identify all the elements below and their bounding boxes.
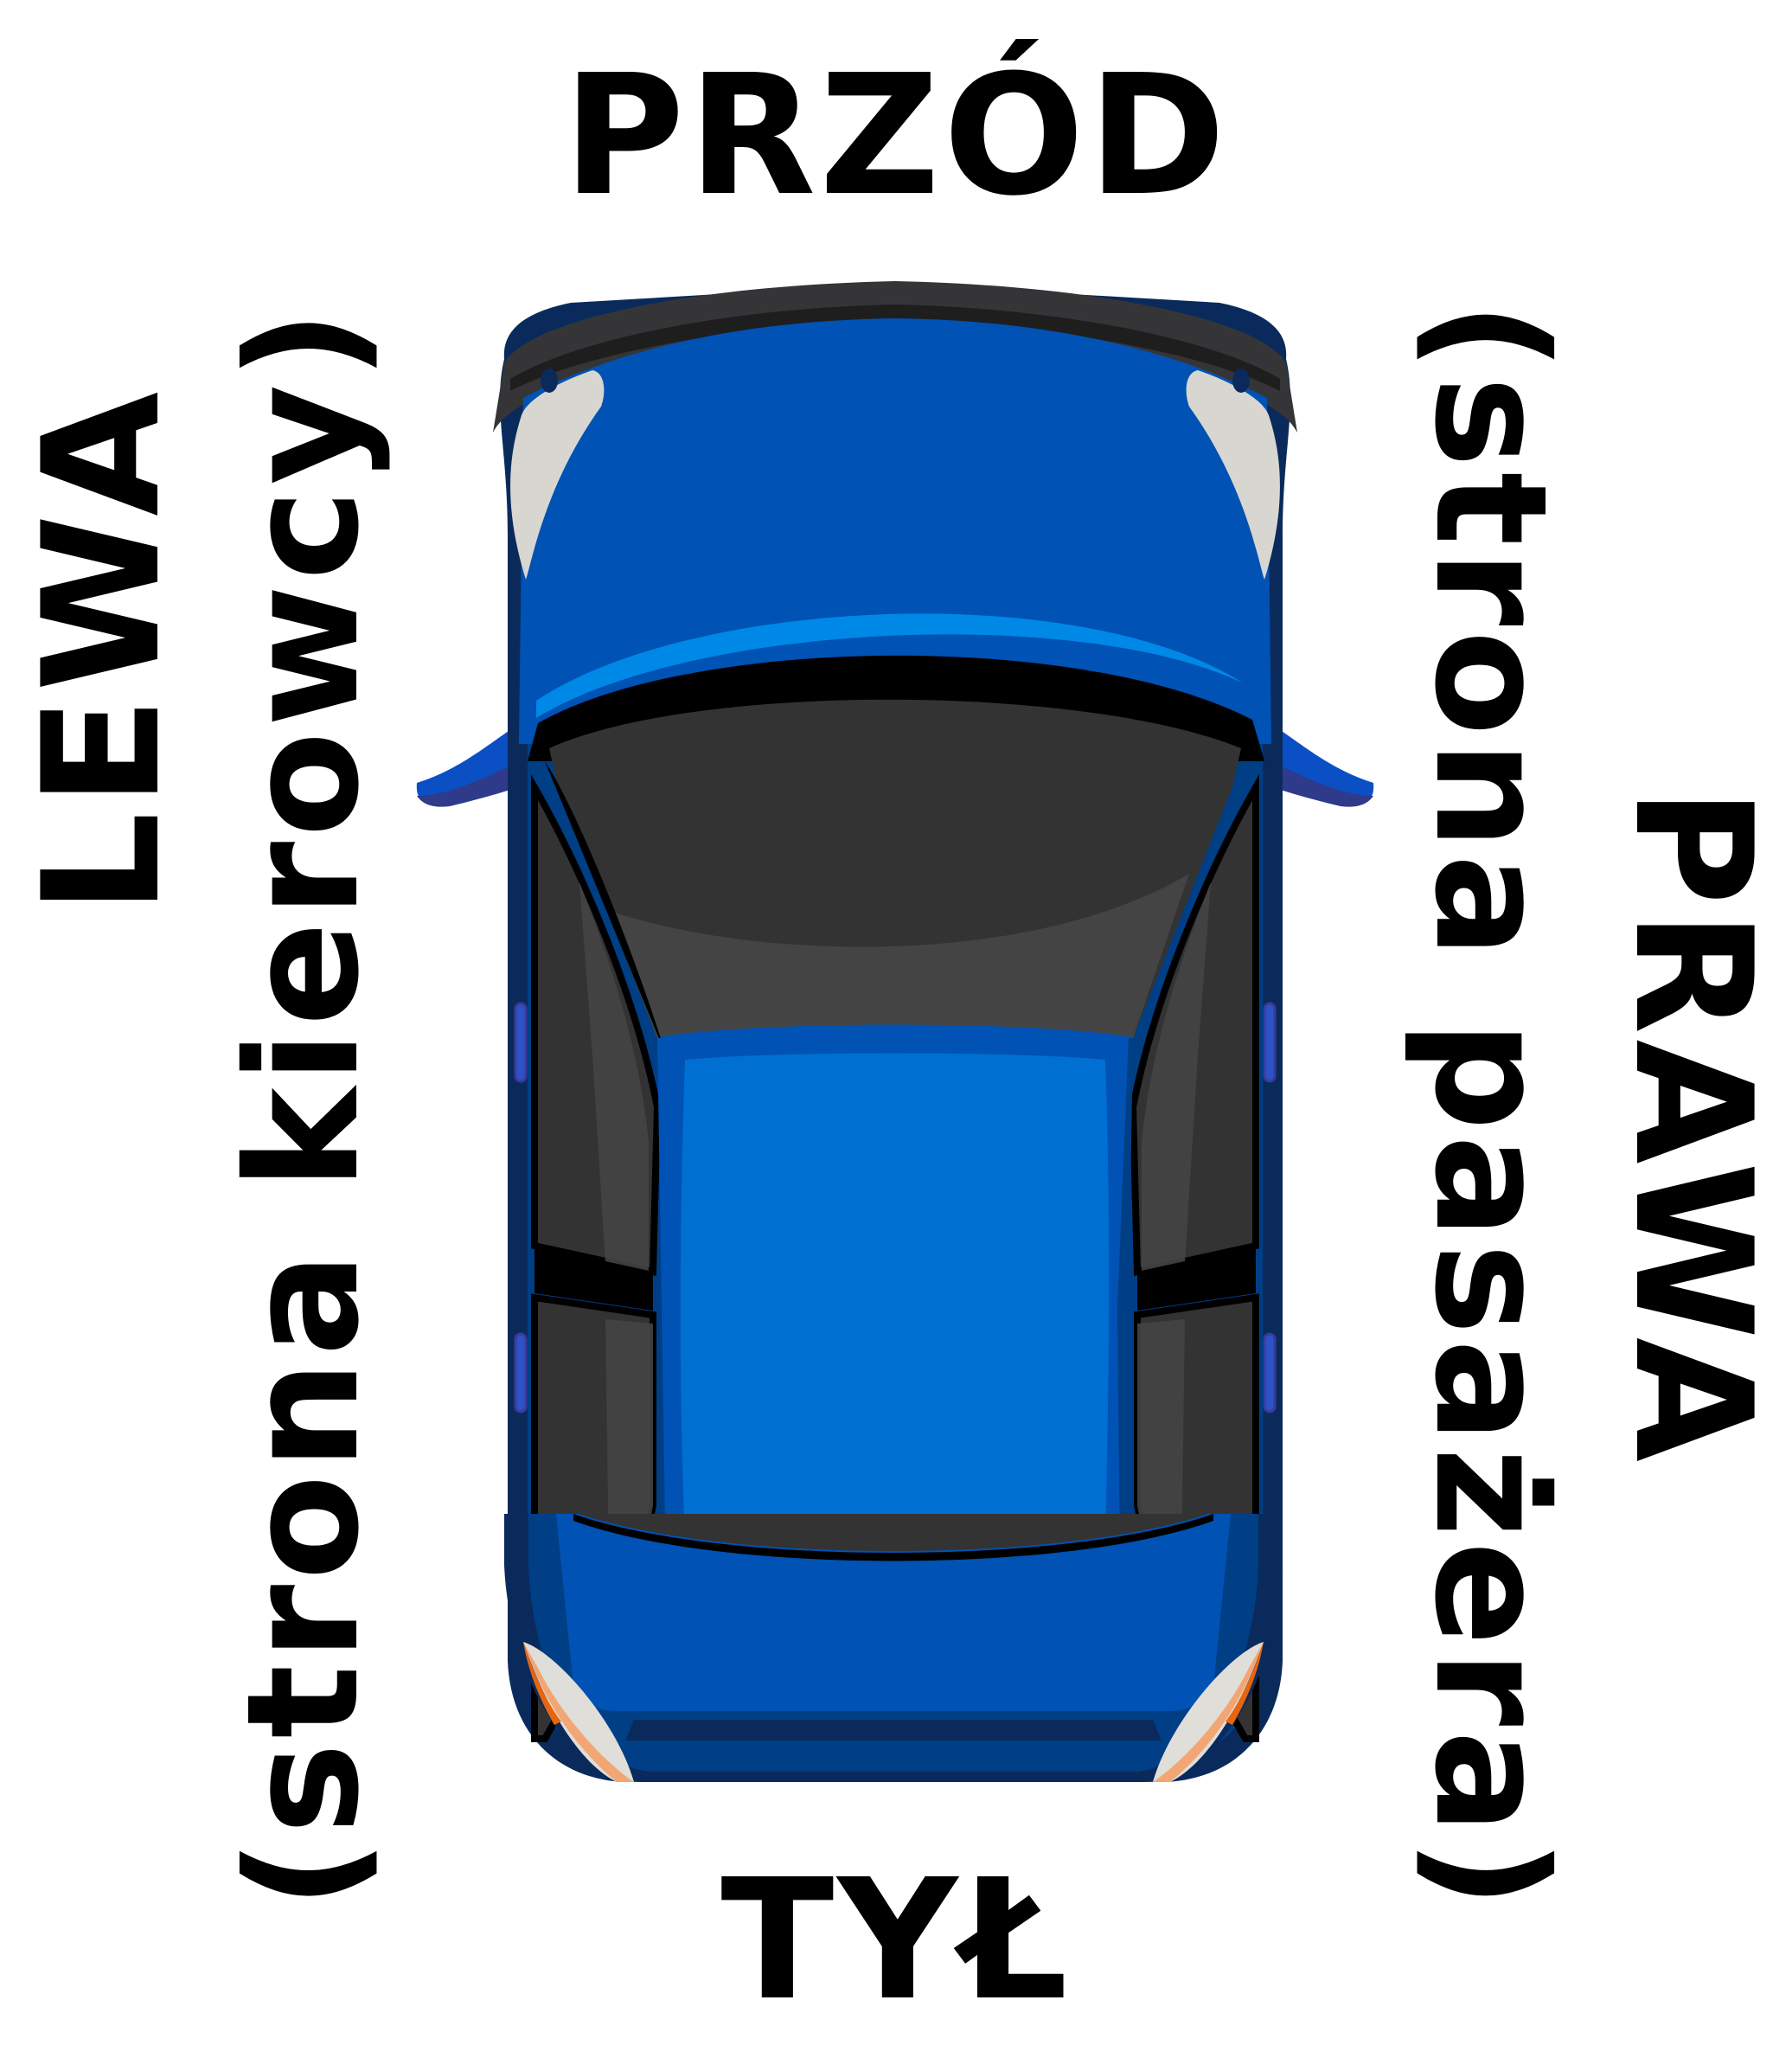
front-label: PRZÓD — [562, 40, 1230, 233]
left-side-label: LEWA — [8, 386, 195, 915]
left-side-sublabel: (strona kierowcy) — [214, 305, 393, 1909]
left-front-door-handle — [514, 1002, 528, 1083]
front-bumper — [493, 281, 1297, 433]
right-side-sublabel: (strona pasażera) — [1401, 301, 1580, 1914]
rear-bumper — [625, 1720, 1162, 1740]
right-taillight-icon — [1153, 1642, 1264, 1782]
right-rear-door-handle — [1263, 1332, 1277, 1414]
left-taillight-icon — [523, 1642, 634, 1782]
car-rear-section — [504, 1514, 1283, 1782]
rear-label: TYŁ — [720, 1844, 1072, 2037]
left-headlight-icon — [510, 370, 605, 580]
right-headlight-icon — [1186, 370, 1280, 580]
right-front-door-handle — [1263, 1002, 1277, 1083]
left-rear-door-handle — [514, 1332, 528, 1414]
right-side-label: PRAWA — [1599, 787, 1787, 1467]
